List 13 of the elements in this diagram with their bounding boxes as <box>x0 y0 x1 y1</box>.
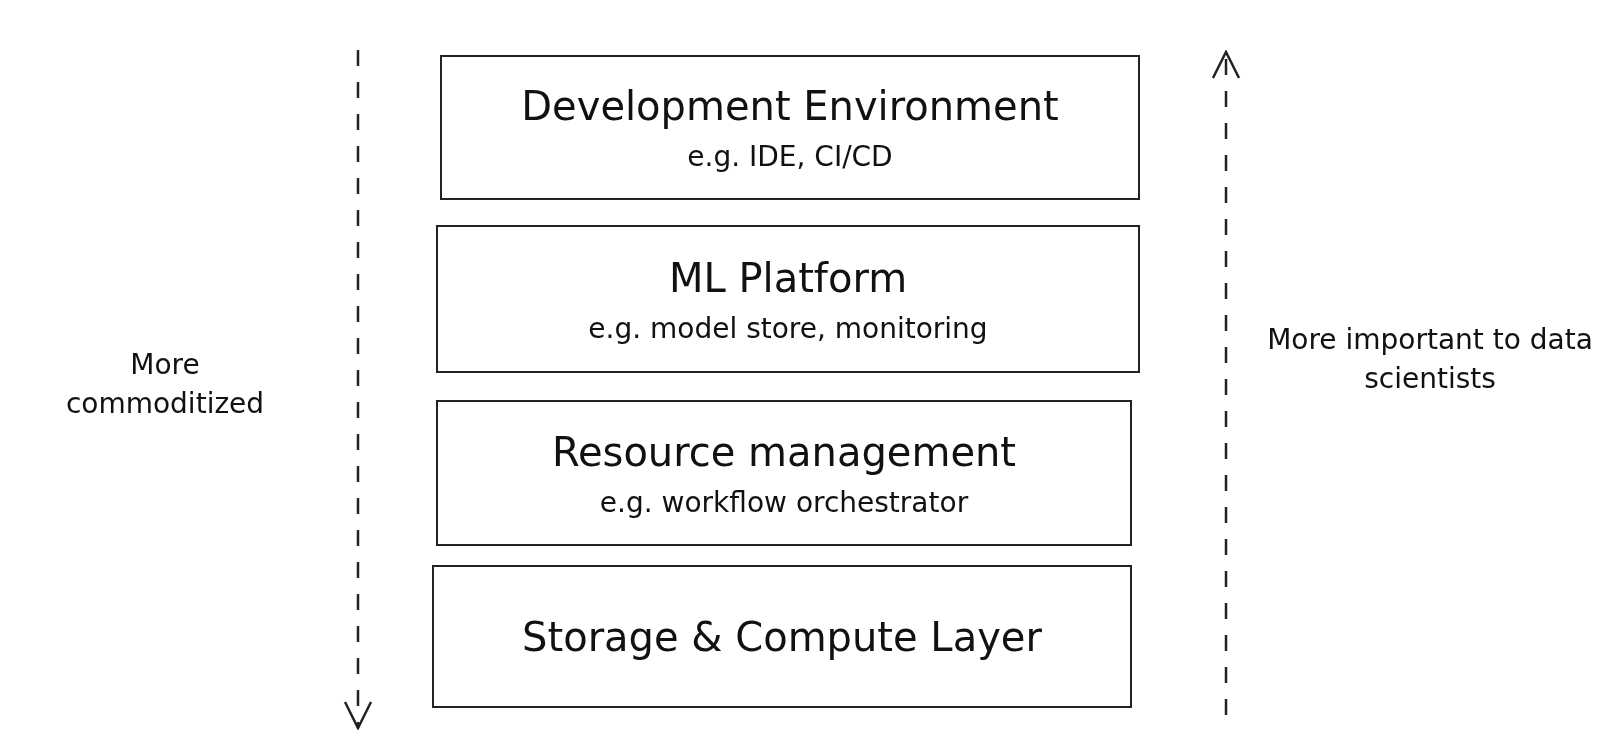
layer-box <box>432 565 1132 708</box>
layer-title: Resource management <box>551 427 1017 476</box>
layer-examples: e.g. IDE, CI/CD <box>687 140 893 173</box>
layer-box <box>440 55 1140 200</box>
axis-caption: More commoditized <box>64 347 266 423</box>
layer-examples: e.g. workflow orchestrator <box>599 485 969 519</box>
layer-title: Development Environment <box>521 82 1059 130</box>
layer-box <box>436 400 1132 546</box>
layer-examples: e.g. model store, monitoring <box>588 311 988 345</box>
axis-caption: More important to data scientists <box>1266 322 1594 398</box>
layer-title: Storage & Compute Layer <box>522 612 1042 661</box>
layer-title: ML Platform <box>668 253 908 302</box>
layer-box <box>436 225 1140 373</box>
